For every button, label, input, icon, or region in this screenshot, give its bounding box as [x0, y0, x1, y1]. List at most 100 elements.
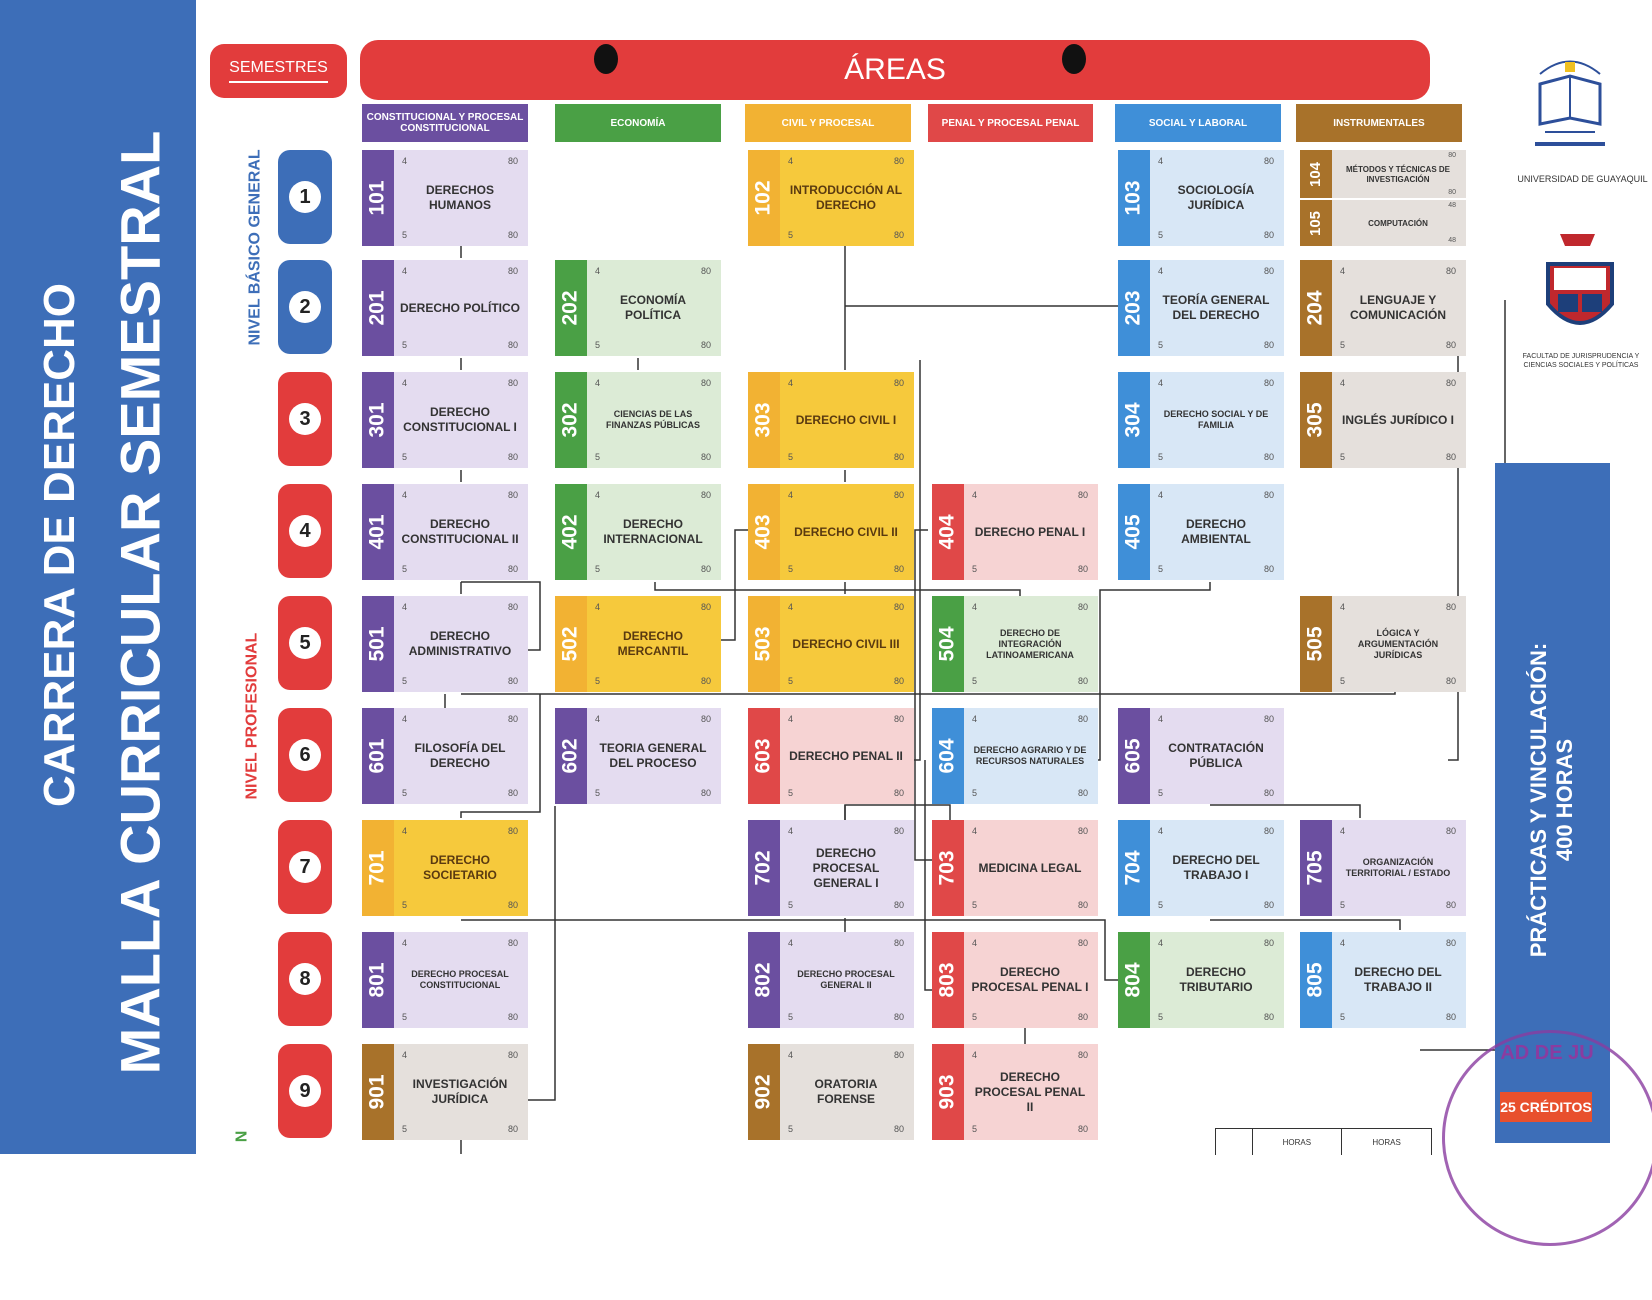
course-code-text: 702 [752, 850, 776, 886]
course-code: 301 [362, 372, 394, 468]
course-hours-bottom: 80 [507, 1012, 518, 1022]
course-credits-top: 4 [1158, 266, 1164, 276]
course-hours-top: 80 [700, 378, 711, 388]
course-hours-top: 80 [893, 602, 904, 612]
course-code: 104 [1300, 150, 1332, 198]
course-hours-top: 80 [893, 156, 904, 166]
course-hours-top: 80 [1445, 378, 1456, 388]
course-hours-top: 80 [1263, 938, 1274, 948]
course-hours-bottom: 80 [893, 1012, 904, 1022]
course-code-text: 105 [1307, 210, 1325, 236]
connector-line [528, 806, 556, 1101]
course-hours-bottom: 80 [700, 452, 711, 462]
course-hours-bottom: 80 [893, 900, 904, 910]
semester-number: 1 [289, 181, 321, 213]
course-hours-bottom: 80 [507, 900, 518, 910]
course-hours-top: 80 [1445, 938, 1456, 948]
course-code: 703 [932, 820, 964, 916]
course-code-text: 504 [936, 626, 960, 662]
course-hours-top: 80 [507, 266, 518, 276]
area-header-3: CIVIL Y PROCESAL [745, 104, 911, 142]
course-credits-top: 4 [788, 602, 794, 612]
course-code-text: 704 [1122, 850, 1146, 886]
course-credits-bottom: 5 [402, 1012, 408, 1022]
course-credits-bottom: 5 [1158, 452, 1164, 462]
curriculum-title: MALLA CURRICULAR SEMESTRAL [108, 130, 172, 1075]
course-code: 604 [932, 708, 964, 804]
course-credits-top: 4 [595, 602, 601, 612]
level-cut-label: N [233, 1130, 251, 1143]
course-name: DERECHO DEL TRABAJO II [1354, 965, 1442, 994]
course-credits-bottom: 5 [1158, 564, 1164, 574]
course-name: TEORÍA GENERAL DEL DERECHO [1162, 293, 1270, 322]
course-name: SOCIOLOGÍA JURÍDICA [1177, 183, 1255, 212]
course-credits-top: 4 [402, 266, 408, 276]
course-code-text: 405 [1122, 514, 1146, 550]
course-hours-bottom: 80 [507, 452, 518, 462]
course-credits-top: 4 [1340, 602, 1346, 612]
semester-badge-1: 1 [278, 150, 332, 244]
course-credits-top: 4 [402, 1050, 408, 1060]
course-code: 102 [748, 150, 780, 246]
course-name: DERECHO CIVIL III [792, 636, 900, 651]
course-credits-bottom: 5 [972, 676, 978, 686]
course-hours-bottom: 80 [700, 564, 711, 574]
course-code-text: 404 [936, 514, 960, 550]
course-code: 302 [555, 372, 587, 468]
course-code-text: 605 [1122, 738, 1146, 774]
course-code-text: 801 [366, 962, 390, 998]
course-code-text: 501 [366, 626, 390, 662]
course-credits-bottom: 5 [788, 1124, 794, 1134]
course-hours-top: 80 [507, 378, 518, 388]
course-credits-bottom: 5 [595, 788, 601, 798]
course-hours-bottom: 80 [507, 340, 518, 350]
course-credits-top: 4 [1340, 826, 1346, 836]
course-code-text: 303 [752, 402, 776, 438]
course-name: MEDICINA LEGAL [978, 860, 1082, 875]
course-code-text: 703 [936, 850, 960, 886]
course-hours-top: 80 [893, 378, 904, 388]
course-name: INVESTIGACIÓN JURÍDICA [412, 1077, 508, 1106]
semester-number: 2 [289, 291, 321, 323]
course-code: 503 [748, 596, 780, 692]
connector-line [844, 804, 951, 820]
course-credits-bottom: 5 [788, 1012, 794, 1022]
course-hours-bottom: 80 [507, 676, 518, 686]
course-hours-bottom: 80 [507, 1124, 518, 1134]
course-code: 505 [1300, 596, 1332, 692]
course-code-text: 901 [366, 1074, 390, 1110]
course-code: 202 [555, 260, 587, 356]
course-code: 403 [748, 484, 780, 580]
semester-number: 6 [289, 739, 321, 771]
course-name: FILOSOFÍA DEL DERECHO [414, 741, 506, 770]
course-code: 802 [748, 932, 780, 1028]
course-code: 602 [555, 708, 587, 804]
course-hours-top: 80 [1263, 490, 1274, 500]
area-header-2: ECONOMÍA [555, 104, 721, 142]
course-code: 702 [748, 820, 780, 916]
course-hours-bottom: 80 [1263, 340, 1274, 350]
course-code: 801 [362, 932, 394, 1028]
course-code-text: 102 [752, 180, 776, 216]
semester-number: 5 [289, 627, 321, 659]
course-credits-top: 4 [1158, 378, 1164, 388]
course-hours-bottom: 80 [1077, 676, 1088, 686]
course-credits-bottom: 5 [1340, 1012, 1346, 1022]
course-name: DERECHO PROCESAL PENAL II [974, 1069, 1086, 1114]
course-credits-top: 4 [788, 1050, 794, 1060]
course-credits-bottom: 5 [972, 788, 978, 798]
course-code-text: 804 [1122, 962, 1146, 998]
course-credits-bottom: 5 [788, 230, 794, 240]
area-header-5: SOCIAL Y LABORAL [1115, 104, 1281, 142]
course-hours-top: 80 [700, 266, 711, 276]
